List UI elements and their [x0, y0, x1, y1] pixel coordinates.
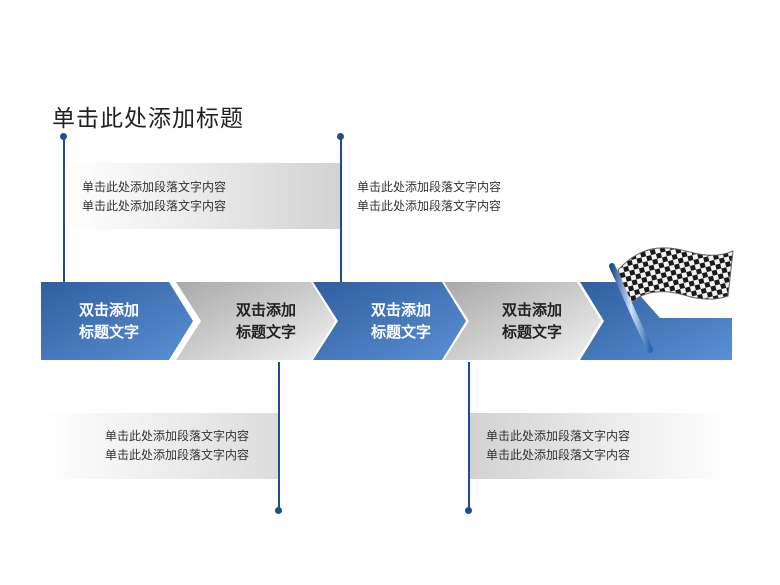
connector-dot-2 [337, 133, 344, 140]
step-2-line-2[interactable]: 标题文字 [235, 323, 296, 341]
step-4-line-1[interactable]: 双击添加 [501, 301, 562, 319]
note-1-line-1[interactable]: 单击此处添加段落文字内容 [82, 180, 227, 194]
note-2-line-1[interactable]: 单击此处添加段落文字内容 [357, 180, 502, 194]
note-1-line-2[interactable]: 单击此处添加段落文字内容 [82, 199, 227, 213]
note-box-4: 单击此处添加段落文字内容 单击此处添加段落文字内容 [470, 413, 732, 479]
note-2-line-2[interactable]: 单击此处添加段落文字内容 [357, 199, 502, 213]
connector-line-4 [468, 362, 470, 511]
note-box-1: 单击此处添加段落文字内容 单击此处添加段落文字内容 [66, 163, 340, 229]
note-3-line-2[interactable]: 单击此处添加段落文字内容 [105, 448, 250, 462]
note-4-line-2[interactable]: 单击此处添加段落文字内容 [486, 448, 631, 462]
connector-line-3 [278, 362, 280, 511]
note-box-3: 单击此处添加段落文字内容 单击此处添加段落文字内容 [40, 413, 278, 479]
step-label-1: 双击添加 标题文字 [70, 299, 148, 343]
connector-line-1 [63, 137, 65, 284]
end-block [580, 282, 732, 360]
connector-line-2 [340, 137, 342, 284]
step-3-line-1[interactable]: 双击添加 [370, 301, 431, 319]
connector-dot-1 [60, 133, 67, 140]
note-box-2: 单击此处添加段落文字内容 单击此处添加段落文字内容 [343, 163, 603, 229]
step-label-4: 双击添加 标题文字 [493, 299, 571, 343]
note-4-line-1[interactable]: 单击此处添加段落文字内容 [486, 429, 631, 443]
step-4-line-2[interactable]: 标题文字 [501, 323, 562, 341]
note-3-line-1[interactable]: 单击此处添加段落文字内容 [105, 429, 250, 443]
step-1-line-2[interactable]: 标题文字 [78, 323, 139, 341]
step-2-line-1[interactable]: 双击添加 [235, 301, 296, 319]
step-1-line-1[interactable]: 双击添加 [78, 301, 139, 319]
checkered-flag-icon [609, 247, 734, 353]
step-3-line-2[interactable]: 标题文字 [370, 323, 431, 341]
connector-dot-3 [275, 507, 282, 514]
slide-title[interactable]: 单击此处添加标题 [52, 106, 244, 132]
step-label-3: 双击添加 标题文字 [362, 299, 440, 343]
connector-dot-4 [465, 507, 472, 514]
step-label-2: 双击添加 标题文字 [227, 299, 305, 343]
